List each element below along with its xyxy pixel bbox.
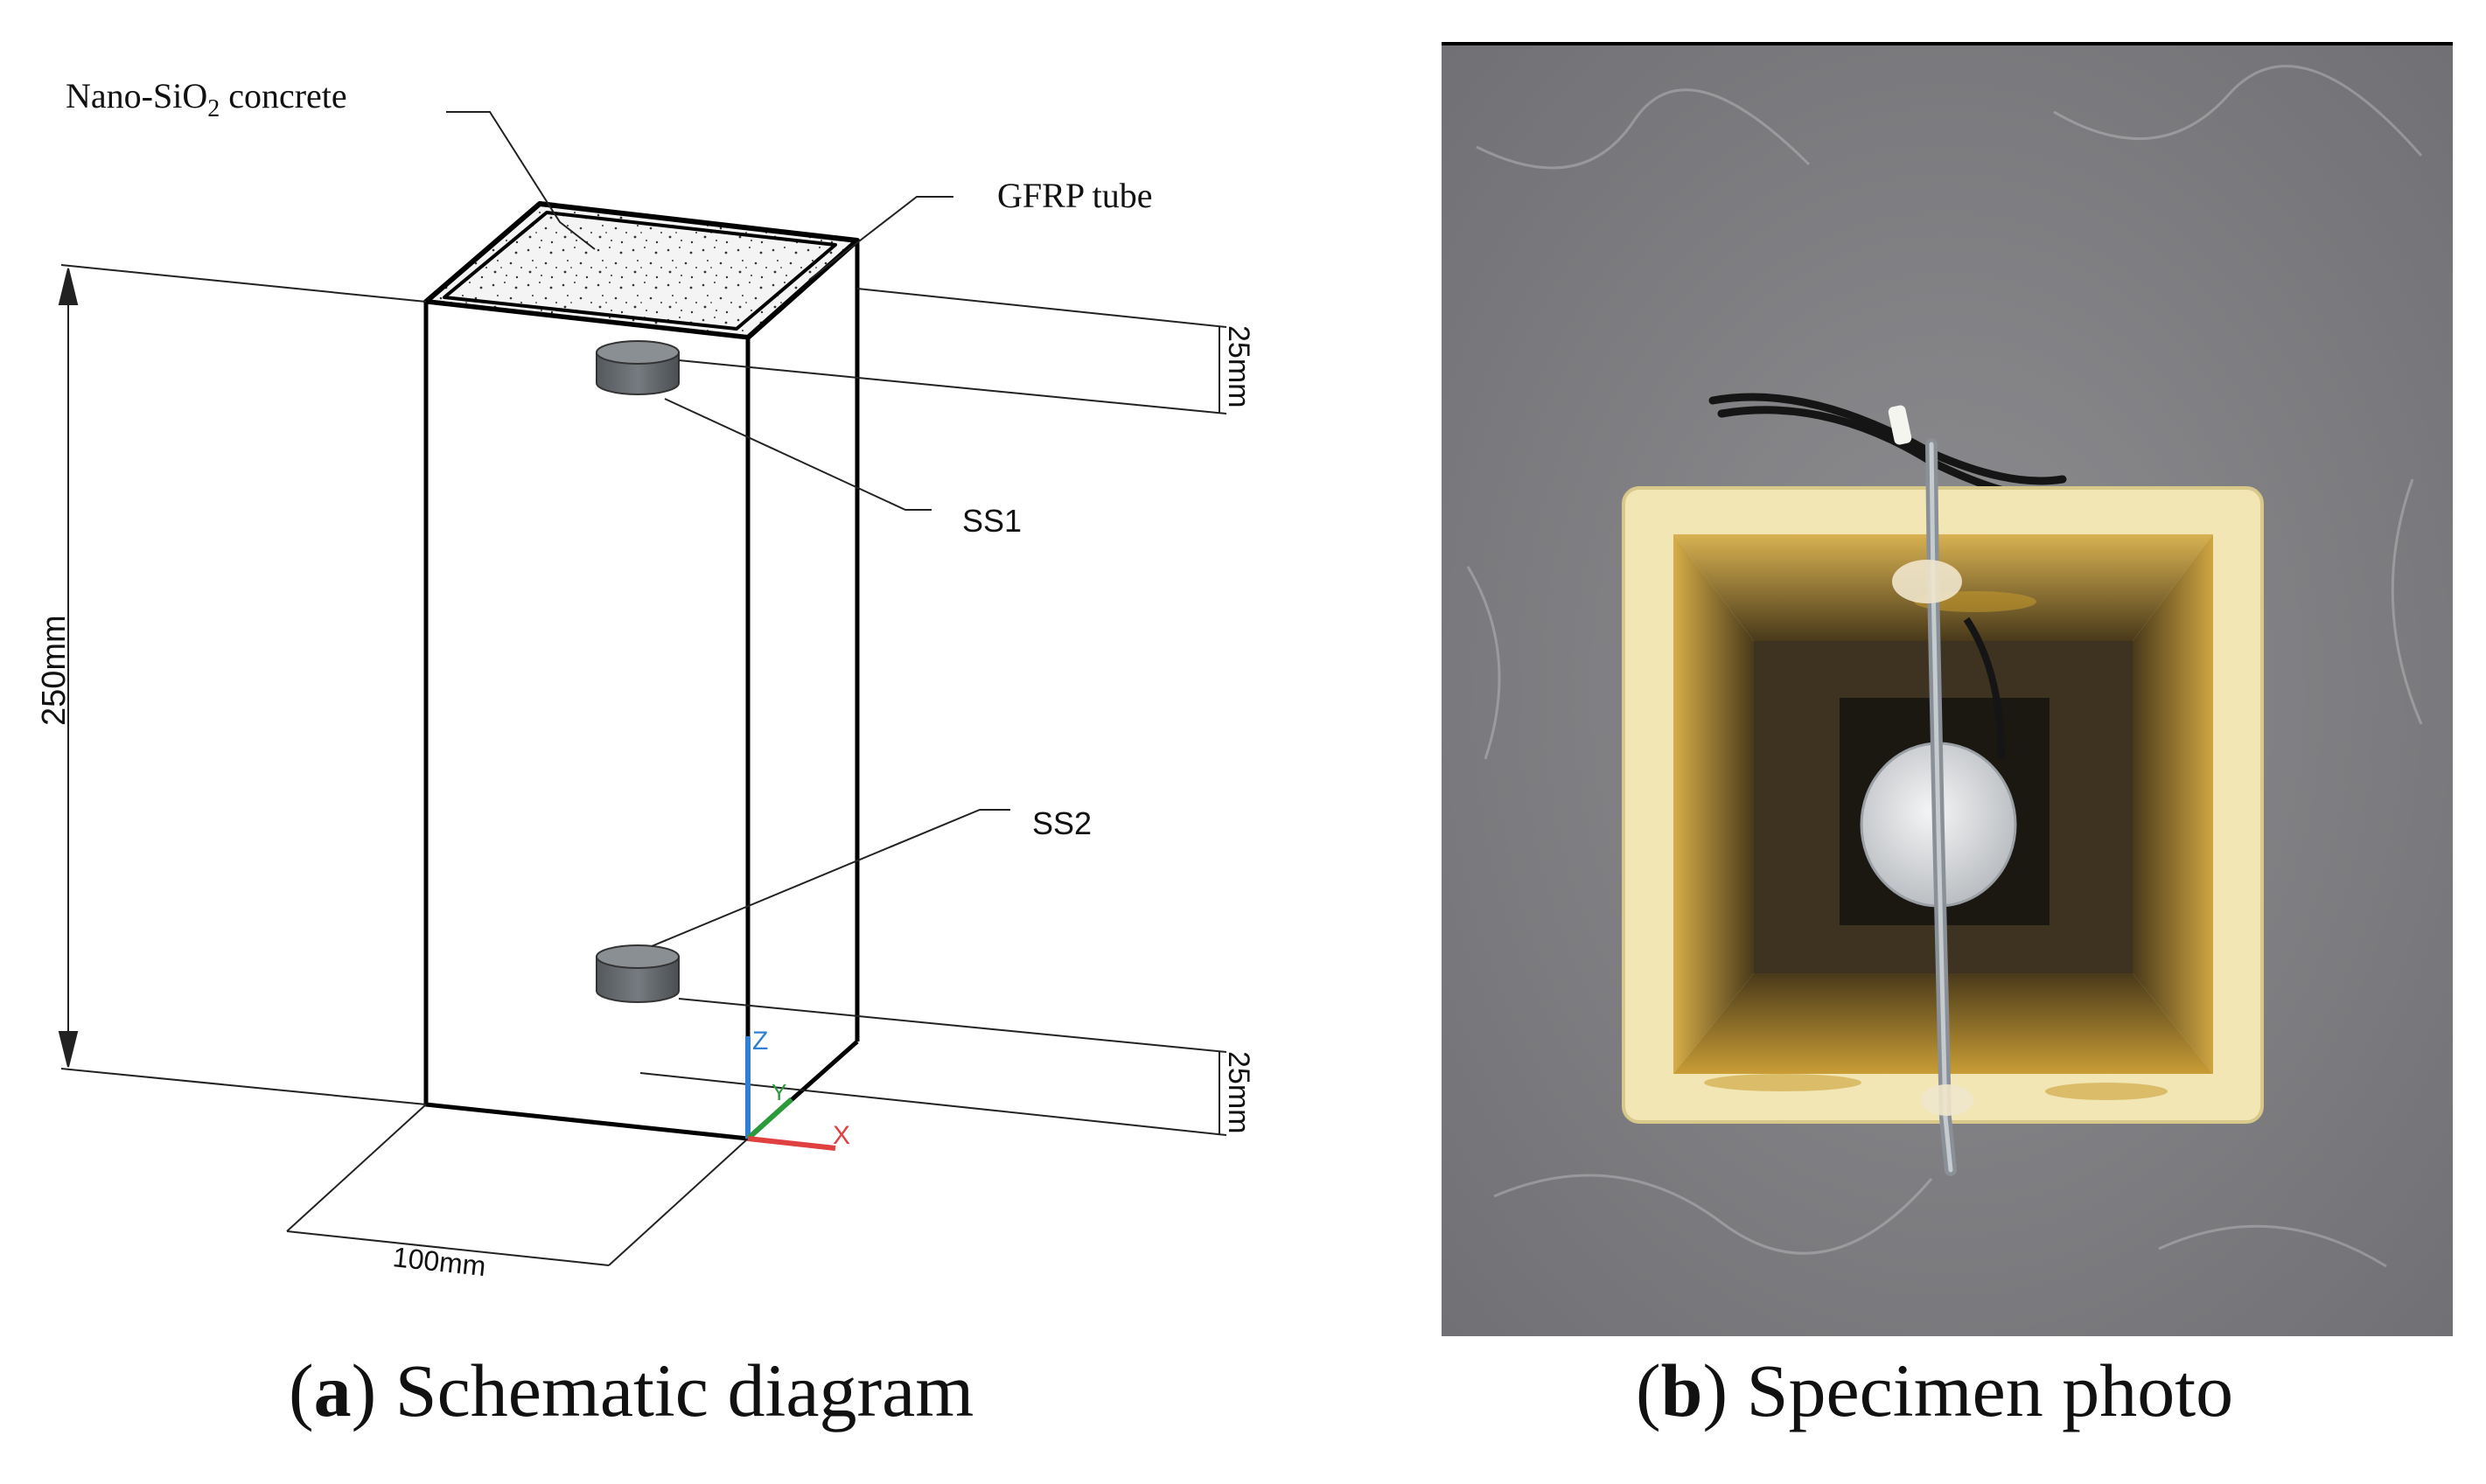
zip-tie [1888,405,1912,445]
tube-inner-wall-right [2133,534,2213,1074]
height-dimension-label: 250mm [36,615,73,726]
floor-texture [1466,65,2423,1268]
schematic-diagram: Z Y X Nano-SiO2 concrete GFRP tube SS1 S… [36,76,1255,1282]
sensor-ss1-label: SS1 [962,503,1022,539]
axis-x-label: X [833,1121,850,1150]
caption-panel-a: (a) Schematic diagram [289,1348,974,1432]
concrete-label: Nano-SiO2 concrete [66,76,347,122]
caption-panel-b: (b) Specimen photo [1636,1348,2234,1432]
support-rod-highlight [1929,442,1953,1173]
sensor-ss1-shape [596,340,680,395]
glue-blob-top [1892,560,1962,603]
axis-y-label: Y [772,1079,786,1105]
dimension-lines [58,264,1227,1266]
inner-cable [1963,617,2005,760]
front-face [423,299,751,1141]
axis-z-label: Z [752,1027,768,1056]
leader-lines [446,111,1010,947]
sensor-ss2-shape [596,944,680,1003]
width-dimension-label: 100mm [391,1241,487,1282]
gfrp-tube-label: GFRP tube [997,176,1152,215]
bottom-offset-dimension-label: 25mm [1222,1051,1255,1133]
axis-triad: Z Y X [745,1027,850,1151]
sensor-ss2-label: SS2 [1032,805,1092,841]
top-offset-dimension-label: 25mm [1222,325,1255,408]
column-outline [423,201,860,1141]
glue-blob-bottom [1921,1084,1973,1116]
specimen-photo [1442,42,2453,1336]
top-face-inner [443,211,837,331]
tube-inner-wall-left [1673,534,1754,1074]
